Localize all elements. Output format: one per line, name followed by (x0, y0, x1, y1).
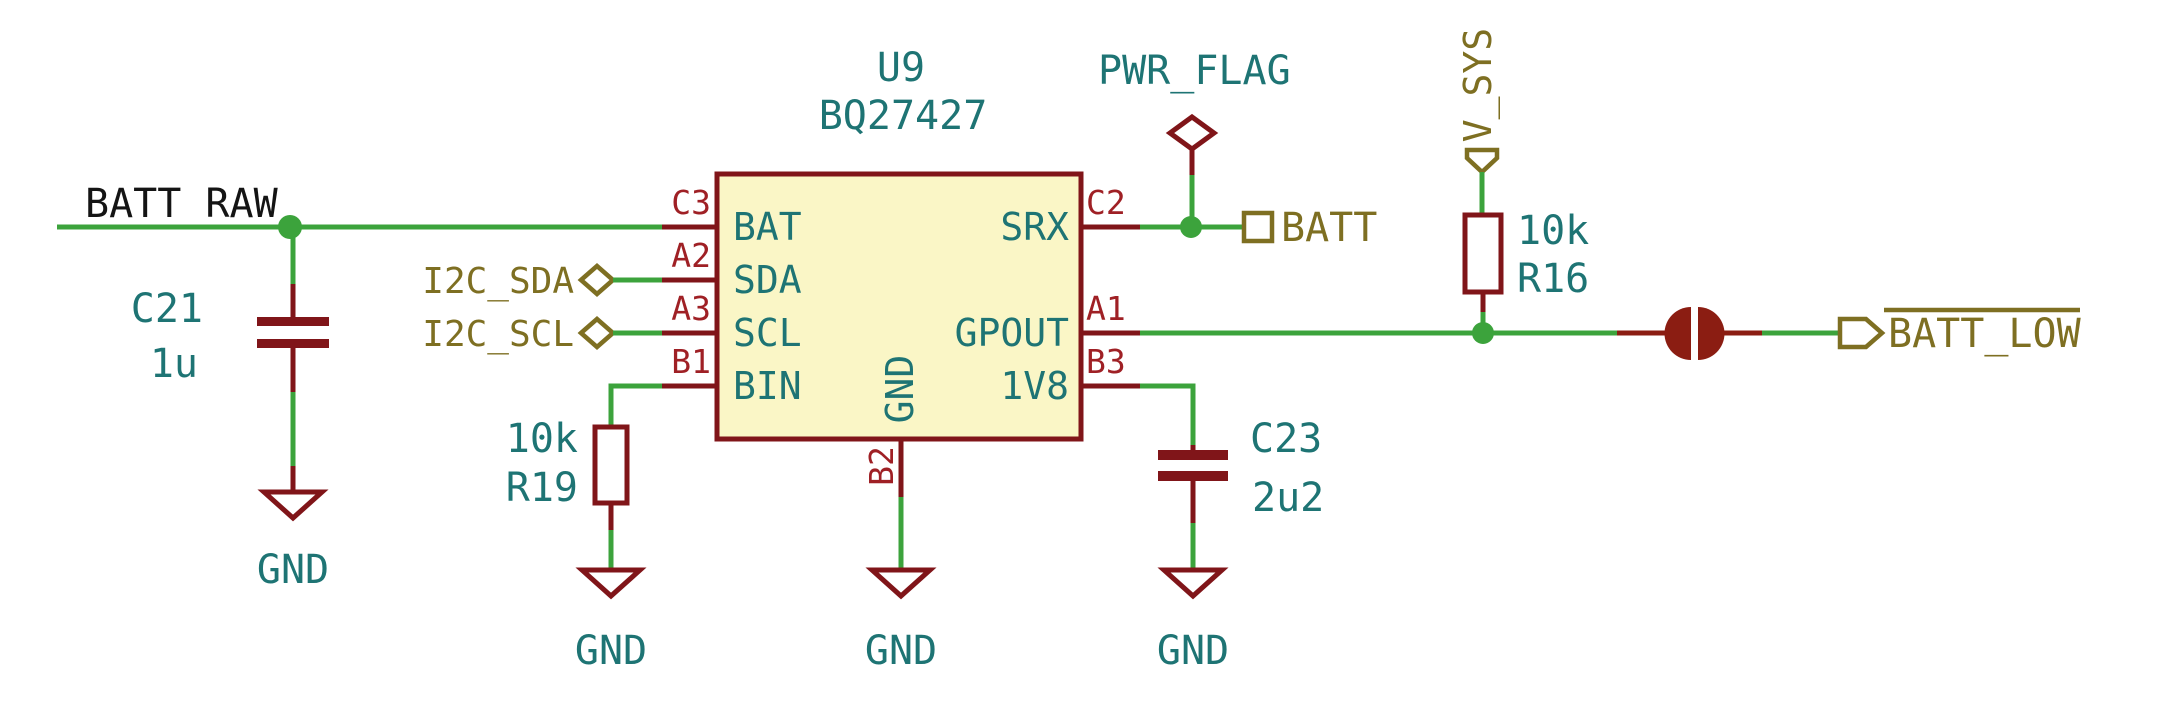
pin-name-scl: SCL (733, 311, 802, 355)
ic-ref[interactable]: U9 (877, 45, 925, 91)
gnd-symbol (1157, 567, 1229, 600)
jumper-pad-left (1664, 307, 1691, 360)
i2c-sda-label[interactable]: I2C_SDA (422, 261, 574, 302)
solder-jumper[interactable] (1617, 307, 1762, 360)
c21-value[interactable]: 1u (150, 341, 198, 387)
c21-plate-bottom (257, 339, 329, 348)
ic-u9-bq27427[interactable]: U9 BQ27427 C3 A2 A3 B1 C2 A1 B3 B2 BAT S… (662, 45, 1140, 497)
pwr-flag-icon (1165, 113, 1219, 153)
net-label-batt-raw[interactable]: BATT_RAW (85, 181, 279, 227)
ic-value[interactable]: BQ27427 (819, 93, 988, 139)
power-gnd-ic[interactable]: GND (865, 497, 937, 674)
power-gnd-c21[interactable]: GND (257, 489, 329, 593)
net-batt-raw: BATT_RAW (57, 181, 662, 239)
wire-bin[interactable] (608, 383, 662, 427)
pin-number-b3: B3 (1086, 342, 1126, 381)
pin-number-a2: A2 (671, 236, 711, 275)
junction-batt-raw[interactable] (278, 215, 302, 239)
resistor-r19[interactable]: 10k R19 (506, 383, 662, 568)
gnd-symbol (575, 567, 647, 600)
gnd-symbol (257, 489, 329, 522)
power-flag[interactable]: PWR_FLAG (1098, 48, 1291, 224)
pwr-flag-label[interactable]: PWR_FLAG (1098, 48, 1291, 94)
gnd-label: GND (575, 628, 647, 674)
r16-body[interactable] (1462, 212, 1504, 295)
gnd-label: GND (865, 628, 937, 674)
wire-1v8[interactable] (1140, 383, 1196, 445)
gnd-symbol (865, 567, 937, 600)
net-srx-batt: BATT (1140, 205, 1377, 251)
pin-name-bat: BAT (733, 205, 802, 249)
r19-body[interactable] (592, 424, 630, 506)
i2c-sda-diamond-icon (577, 263, 617, 297)
power-gnd-c23[interactable]: GND (1157, 567, 1229, 674)
junction-gpout[interactable] (1472, 322, 1494, 344)
capacitor-c23[interactable]: C23 2u2 (1140, 383, 1324, 568)
hier-label-batt-low[interactable]: BATT_LOW (1837, 307, 2082, 357)
pin-number-a3: A3 (671, 289, 711, 328)
capacitor-c21[interactable]: C21 1u (131, 229, 329, 490)
pin-name-bin: BIN (733, 364, 802, 408)
power-v-sys[interactable]: V_SYS (1456, 28, 1501, 215)
c23-value[interactable]: 2u2 (1252, 475, 1324, 521)
r19-value[interactable]: 10k (506, 416, 578, 462)
gnd-label: GND (1157, 628, 1229, 674)
v-sys-arrow-icon (1464, 147, 1500, 176)
pin-number-c2: C2 (1086, 183, 1126, 222)
ic-body[interactable] (714, 171, 1084, 442)
batt-low-label[interactable]: BATT_LOW (1888, 311, 2082, 357)
r16-value[interactable]: 10k (1517, 208, 1589, 254)
net-gpout: BATT_LOW (1140, 307, 2082, 360)
c21-plate-top (257, 317, 329, 326)
v-sys-label[interactable]: V_SYS (1456, 28, 1501, 142)
c23-plate-bottom (1158, 471, 1228, 481)
hier-label-batt[interactable]: BATT (1241, 205, 1377, 251)
i2c-scl-diamond-icon (577, 316, 617, 350)
hier-label-i2c-scl[interactable]: I2C_SCL (422, 314, 662, 355)
c23-plate-top (1158, 450, 1228, 460)
pin-number-b2: B2 (862, 446, 901, 486)
gnd-label: GND (257, 547, 329, 593)
pin-name-sda: SDA (733, 258, 802, 302)
resistor-r16[interactable]: 10k R16 (1462, 208, 1589, 333)
junction-srx[interactable] (1180, 216, 1202, 238)
i2c-scl-label[interactable]: I2C_SCL (422, 314, 574, 355)
pin-name-gnd: GND (878, 355, 922, 424)
pin-number-b1: B1 (671, 342, 711, 381)
pin-name-gpout: GPOUT (955, 311, 1069, 355)
batt-square-icon (1241, 210, 1275, 244)
pin-number-a1: A1 (1086, 289, 1126, 328)
r19-ref[interactable]: R19 (506, 465, 578, 511)
pin-name-srx: SRX (1000, 205, 1069, 249)
batt-low-arrow-icon (1837, 316, 1886, 350)
c23-ref[interactable]: C23 (1250, 416, 1322, 462)
pin-name-1v8: 1V8 (1000, 364, 1069, 408)
hier-label-i2c-sda[interactable]: I2C_SDA (422, 261, 662, 302)
jumper-pad-right (1698, 307, 1725, 360)
c21-ref[interactable]: C21 (131, 286, 203, 332)
r16-ref[interactable]: R16 (1517, 256, 1589, 302)
pin-number-c3: C3 (671, 183, 711, 222)
batt-label[interactable]: BATT (1281, 205, 1377, 251)
power-gnd-r19[interactable]: GND (575, 567, 647, 674)
